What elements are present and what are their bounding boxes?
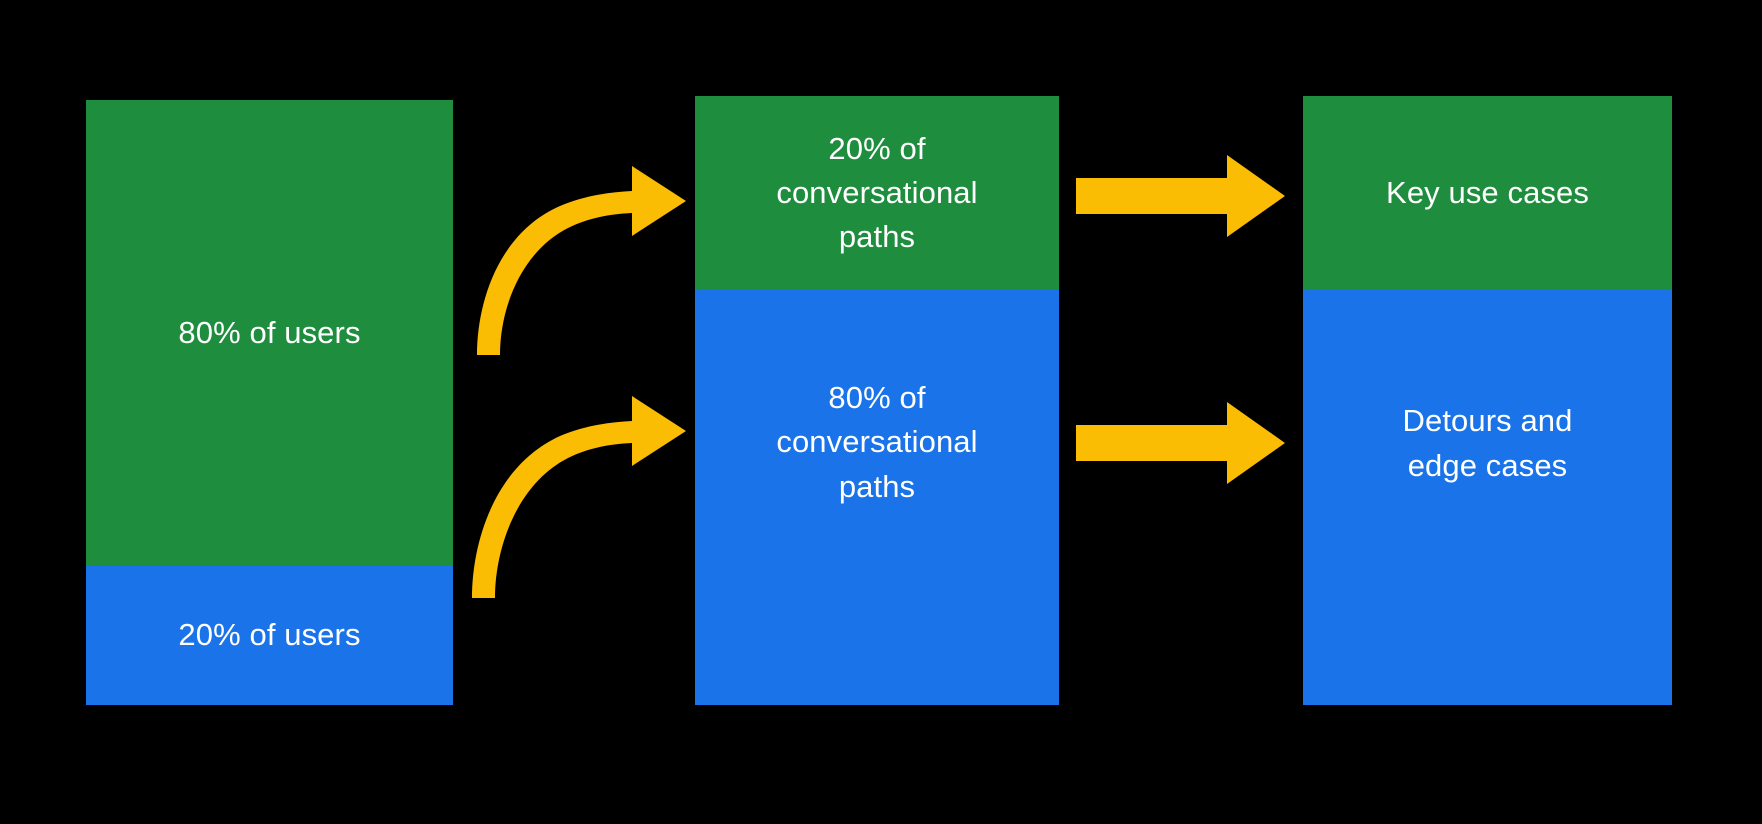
segment-paths-minority-label: 20% of conversational paths <box>776 130 978 254</box>
segment-paths-minority: 20% of conversational paths <box>695 96 1059 290</box>
segment-users-minority: 20% of users <box>86 566 453 705</box>
segment-outcome-key-use-cases: Key use cases <box>1303 96 1672 290</box>
arrow-paths-minority-to-key-use-cases-icon <box>1076 155 1285 237</box>
column-users: 80% of users 20% of users <box>86 100 453 705</box>
arrow-users-majority-to-paths-minority-icon <box>477 166 686 355</box>
segment-users-majority-label: 80% of users <box>178 314 361 350</box>
segment-paths-majority: 80% of conversational paths <box>695 290 1059 705</box>
segment-outcome-detours-label: Detours and edge cases <box>1402 403 1573 483</box>
segment-outcome-key-use-cases-label: Key use cases <box>1386 174 1589 210</box>
arrow-users-minority-to-paths-majority-icon <box>472 396 686 598</box>
column-outcomes: Key use cases Detours and edge cases <box>1303 96 1672 705</box>
segment-users-minority-label: 20% of users <box>178 617 361 653</box>
segment-users-majority: 80% of users <box>86 100 453 566</box>
column-conversational-paths: 20% of conversational paths 80% of conve… <box>695 96 1059 705</box>
segment-outcome-detours: Detours and edge cases <box>1303 290 1672 705</box>
segment-paths-majority-label: 80% of conversational paths <box>776 380 978 504</box>
arrow-paths-majority-to-detours-icon <box>1076 402 1285 484</box>
